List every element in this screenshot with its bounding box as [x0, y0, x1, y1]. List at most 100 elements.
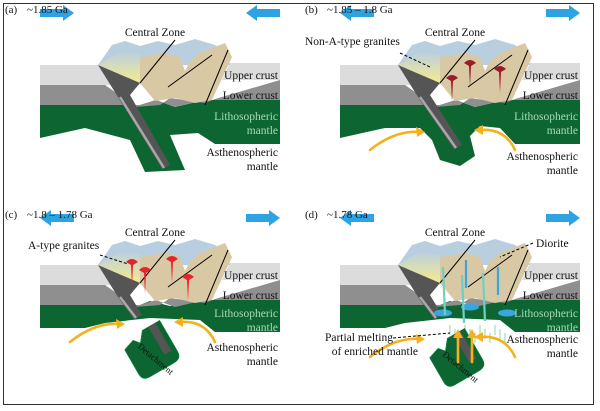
granite-intrusion: [464, 60, 476, 87]
mantle-flow-arrow-right: [474, 125, 517, 152]
upper-crust-label: Upper crust: [224, 70, 279, 82]
partial-melting-label: Partial melting: [325, 332, 393, 344]
lithospheric-mantle-label-2: mantle: [247, 125, 278, 137]
diorite-pool: [498, 309, 516, 317]
upper-crust-left: [340, 65, 420, 85]
subducting-slab: [98, 65, 170, 169]
lower-crust-layer: [40, 80, 280, 107]
slab-lower-edge: [118, 96, 166, 169]
fault-line: [467, 254, 513, 288]
mantle-upwelling-arrow: [467, 329, 477, 364]
fault-line: [439, 239, 476, 284]
central-zone-label: Central Zone: [425, 27, 485, 39]
subducting-slab: [98, 265, 142, 319]
upper-crust-right: [522, 263, 580, 280]
panel-label: (b): [305, 4, 318, 16]
detached-slab: Detachment: [124, 319, 180, 379]
granite-intrusion: [126, 259, 138, 286]
slab-lower-edge: [119, 296, 137, 319]
magma-glow: [98, 251, 140, 285]
annotation-leader: [499, 242, 534, 258]
lithospheric-mantle-label: Lithosopheric: [214, 111, 278, 123]
diorite-pool: [434, 309, 452, 317]
fault-line: [467, 54, 513, 88]
upper-crust-left: [40, 265, 120, 285]
central-zone-label: Central Zone: [125, 227, 185, 239]
lower-crust-label: Lower crust: [223, 290, 279, 302]
fault-line: [504, 249, 529, 306]
panel-label: (c): [5, 209, 18, 221]
annotation-leader: [399, 52, 431, 68]
plate-motion-arrow-right: [546, 5, 580, 21]
lithospheric-mantle-layer: [40, 100, 280, 172]
dyke: [481, 272, 487, 322]
granite-intrusion: [182, 274, 194, 301]
asthenospheric-mantle-label: Asthenospheric: [206, 342, 278, 354]
panel-age: ~1.8 – 1.78 Ga: [27, 209, 93, 221]
upper-crust-left: [340, 265, 420, 285]
lithospheric-mantle-label: Lithosopheric: [214, 308, 278, 320]
fault-line: [167, 54, 213, 88]
lower-crust-layer: [340, 80, 580, 107]
panel-label: (d): [305, 209, 318, 221]
mantle-upwelling-arrow: [453, 329, 463, 364]
lithospheric-mantle-label-2: mantle: [247, 322, 278, 334]
upper-crust-label: Upper crust: [524, 270, 579, 282]
lithospheric-mantle-layer: [40, 300, 280, 332]
granite-intrusion: [139, 267, 151, 294]
plate-motion-arrow-right: [546, 210, 580, 226]
annotation-leader: [392, 332, 451, 339]
diorite-label: Diorite: [536, 238, 569, 250]
central-zone-block: [440, 43, 532, 103]
mantle-flow-arrow-left: [368, 127, 425, 152]
magma-glow: [398, 251, 440, 285]
magma-glow: [98, 51, 140, 85]
non-a-type-granites-label: Non-A-type granites: [305, 36, 400, 48]
panel-c: Detachment (c) ~1.8 – 1.78 Ga Central ZoneU…: [5, 209, 280, 379]
plate-motion-arrow-right: [40, 5, 74, 21]
subducting-slab: [398, 65, 462, 149]
upper-crust-label: Upper crust: [224, 270, 279, 282]
fault-line: [504, 49, 529, 106]
asthenospheric-mantle-label-2: mantle: [547, 165, 578, 177]
fault-line: [139, 39, 176, 84]
mantle-flow-arrow-left: [368, 334, 425, 359]
panel-label: (a): [5, 4, 18, 16]
lower-crust-label: Lower crust: [523, 290, 579, 302]
lithospheric-mantle-label-2: mantle: [547, 125, 578, 137]
central-zone-block: [140, 43, 232, 103]
lower-crust-layer: [40, 280, 280, 307]
slab-lower-edge: [418, 96, 458, 149]
asthenospheric-mantle-label-2: mantle: [547, 348, 578, 360]
granite-intrusion: [494, 66, 506, 93]
lower-crust-label: Lower crust: [523, 90, 579, 102]
lithospheric-mantle-layer: [340, 100, 580, 166]
central-zone-label: Central Zone: [425, 227, 485, 239]
asthenospheric-mantle-label-2: mantle: [247, 356, 278, 368]
partial-melting-label-2: of enriched mantle: [332, 346, 418, 358]
fault-line: [439, 39, 476, 84]
mantle-flow-arrow-left: [68, 319, 125, 344]
asthenospheric-mantle-label-2: mantle: [247, 161, 278, 173]
upper-crust-right: [222, 63, 280, 80]
lithospheric-mantle-label-2: mantle: [547, 322, 578, 334]
plate-motion-arrow-left: [340, 5, 374, 21]
plate-motion-arrow-left: [246, 5, 280, 21]
figure-frame: [3, 3, 594, 405]
lithospheric-mantle-label: Lithosopheric: [514, 308, 578, 320]
plate-motion-arrow-right: [246, 210, 280, 226]
central-zone-block: [140, 243, 232, 303]
slab-lower-edge: [419, 296, 437, 319]
fault-line: [204, 249, 229, 306]
magma-glow: [398, 51, 440, 85]
upper-crust-left: [40, 65, 120, 85]
a-type-granites-label: A-type granites: [28, 240, 100, 252]
subducting-slab: [398, 265, 442, 319]
upper-crust-right: [222, 263, 280, 280]
asthenospheric-mantle-label: Asthenospheric: [206, 147, 278, 159]
lower-crust-label: Lower crust: [223, 90, 279, 102]
upper-crust-label: Upper crust: [524, 70, 579, 82]
fault-line: [204, 49, 229, 106]
